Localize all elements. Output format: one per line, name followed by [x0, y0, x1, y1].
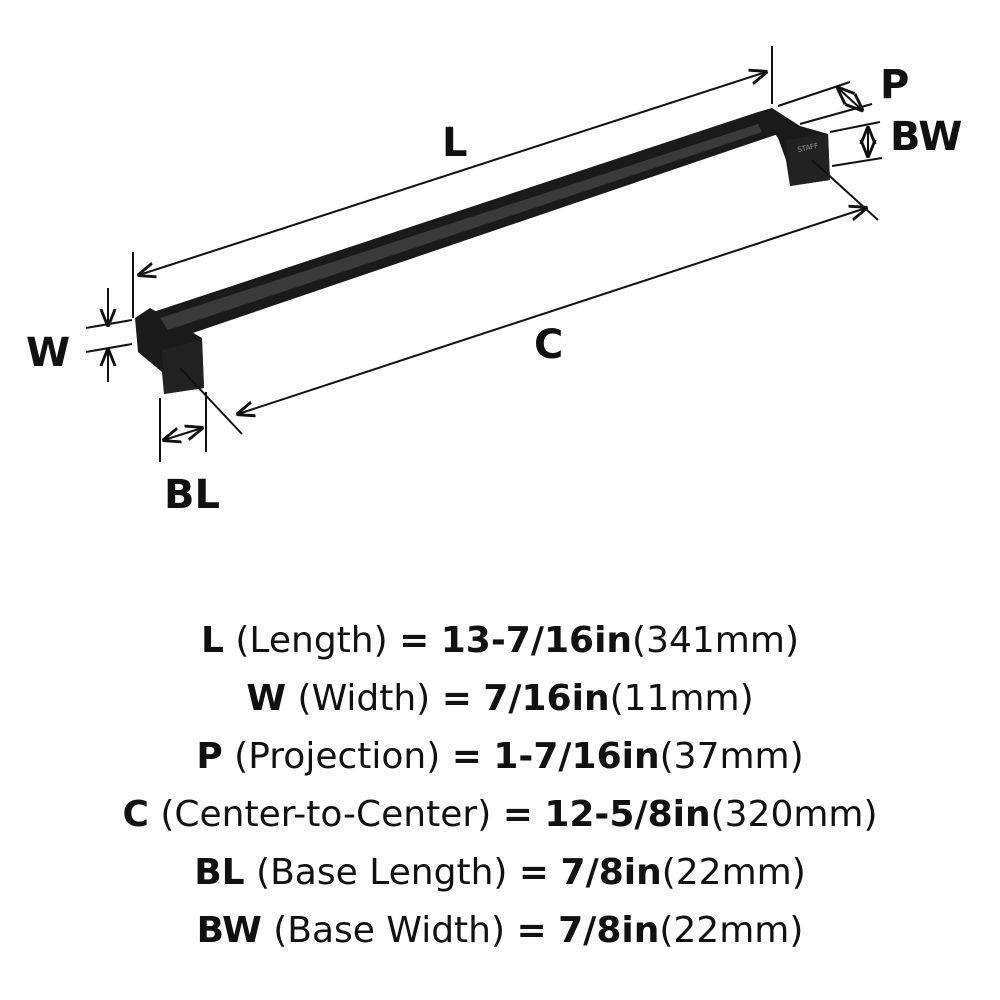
label-BW: BW: [890, 114, 962, 160]
spec-imperial: 13-7/16in: [440, 620, 633, 661]
center-to-center-dimension: C: [179, 159, 879, 435]
label-W: W: [26, 330, 70, 376]
spec-width: W (Width) = 7/16in(11mm): [0, 670, 1000, 728]
base-width-dimension: BW: [829, 114, 962, 167]
spec-metric: (341mm): [632, 620, 799, 661]
spec-symbol: L: [200, 620, 224, 661]
label-C: C: [534, 322, 563, 368]
spec-base-length: BL (Base Length) = 7/8in(22mm): [0, 844, 1000, 902]
label-P: P: [880, 62, 909, 108]
spec-equals: =: [516, 910, 547, 951]
spec-equals: =: [399, 620, 430, 661]
handle-dimension-diagram: STAFF L C W BL P BW: [26, 46, 962, 518]
spec-base-width: BW (Base Width) = 7/8in(22mm): [0, 902, 1000, 960]
spec-imperial: 7/16in: [483, 678, 610, 719]
spec-imperial: 7/8in: [558, 910, 660, 951]
projection-dimension: P: [777, 62, 909, 125]
spec-symbol: P: [196, 736, 223, 777]
spec-description: (Base Length): [256, 852, 508, 893]
left-base-face: [162, 340, 204, 394]
spec-projection: P (Projection) = 1-7/16in(37mm): [0, 728, 1000, 786]
spec-metric: (37mm): [659, 736, 804, 777]
label-BL: BL: [164, 472, 220, 518]
spec-imperial: 12-5/8in: [544, 794, 711, 835]
right-base-face: [786, 134, 830, 186]
spec-equals: =: [502, 794, 533, 835]
label-L: L: [442, 120, 468, 166]
spec-description: (Length): [235, 620, 388, 661]
spec-description: (Projection): [234, 736, 441, 777]
spec-symbol: W: [246, 678, 287, 719]
spec-metric: (22mm): [661, 852, 806, 893]
spec-length: L (Length) = 13-7/16in(341mm): [0, 612, 1000, 670]
spec-metric: (22mm): [659, 910, 804, 951]
spec-equals: =: [451, 736, 482, 777]
spec-description: (Base Width): [273, 910, 506, 951]
spec-metric: (11mm): [609, 678, 754, 719]
spec-equals: =: [518, 852, 550, 893]
length-dimension: L: [132, 46, 773, 318]
base-length-dimension: BL: [159, 392, 220, 518]
width-dimension: W: [26, 288, 133, 382]
spec-imperial: 1-7/16in: [493, 736, 660, 777]
spec-symbol: C: [122, 794, 149, 835]
spec-symbol: BW: [196, 910, 262, 951]
specification-list: L (Length) = 13-7/16in(341mm) W (Width) …: [0, 612, 1000, 960]
spec-description: (Center-to-Center): [160, 794, 492, 835]
spec-equals: =: [441, 678, 472, 719]
spec-metric: (320mm): [710, 794, 878, 835]
spec-symbol: BL: [194, 852, 245, 893]
spec-center-to-center: C (Center-to-Center) = 12-5/8in(320mm): [0, 786, 1000, 844]
cabinet-pull-handle: STAFF: [135, 108, 830, 394]
spec-imperial: 7/8in: [560, 852, 662, 893]
spec-description: (Width): [297, 678, 431, 719]
